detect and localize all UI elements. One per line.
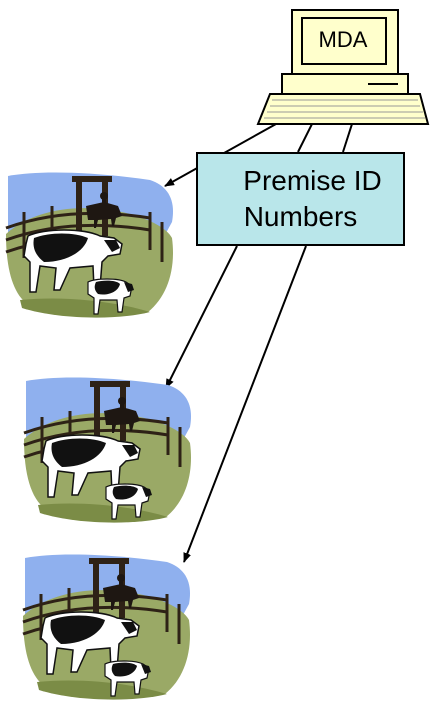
arrow-line-2-top	[297, 123, 313, 153]
premise-id-box: Premise ID Numbers	[196, 152, 405, 246]
arrow-to-farm-3	[183, 245, 307, 563]
computer-icon	[256, 9, 430, 125]
arrow-line-3-top	[342, 123, 353, 153]
arrow-to-farm-2	[165, 245, 238, 389]
premise-id-label-line2: Numbers	[243, 201, 358, 232]
premise-id-label-line1: Premise ID	[243, 165, 382, 196]
computer-screen-label: MDA	[318, 27, 368, 52]
